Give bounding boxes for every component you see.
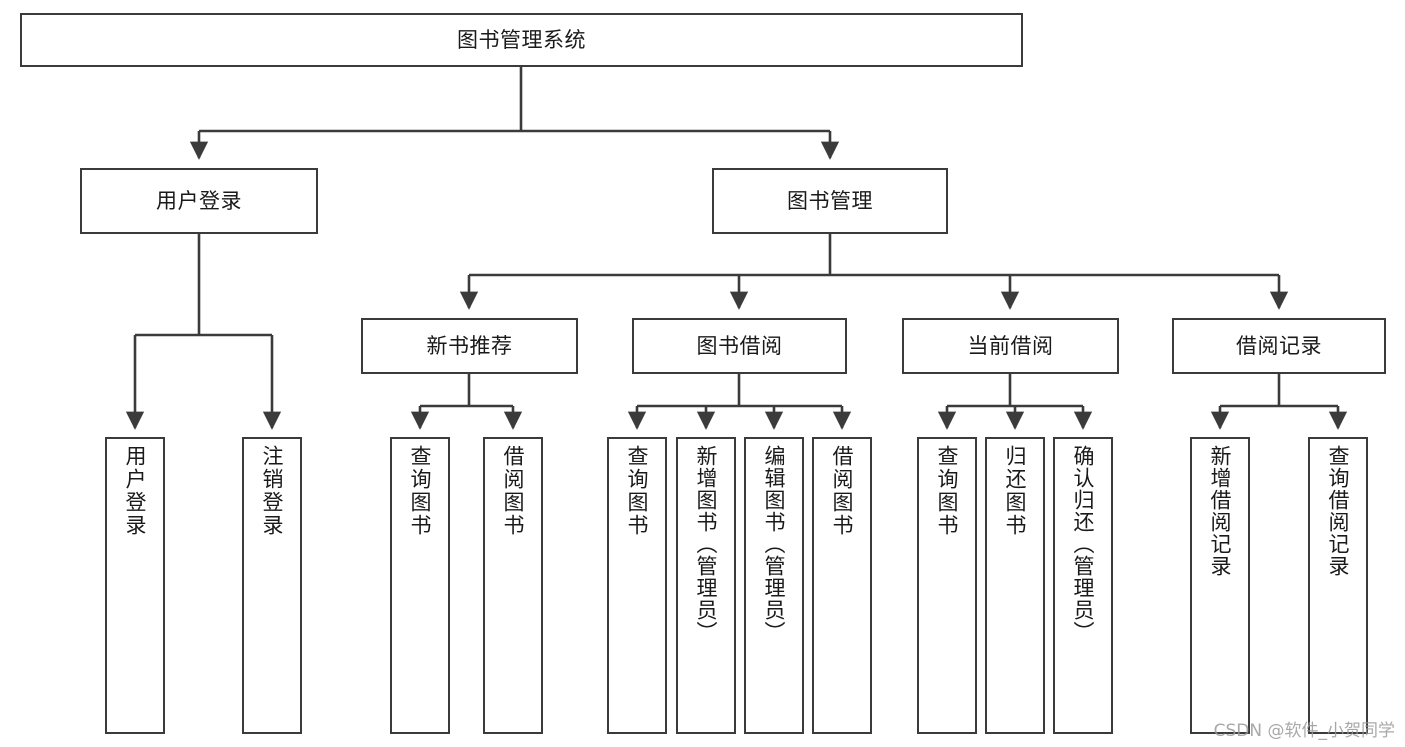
node-borrow-record-label: 借阅记录 bbox=[1236, 333, 1322, 358]
node-leaf-query-book-cb-label: 查询图书 bbox=[935, 445, 960, 537]
node-current-borrow[interactable]: 当前借阅 bbox=[902, 318, 1119, 374]
node-book-manage[interactable]: 图书管理 bbox=[712, 168, 948, 234]
node-leaf-borrow-book-rec[interactable]: 借阅图书 bbox=[483, 437, 543, 734]
node-leaf-add-record[interactable]: 新增借阅记录 bbox=[1190, 437, 1250, 734]
node-leaf-query-book-cb[interactable]: 查询图书 bbox=[917, 437, 977, 734]
node-leaf-return-book-label: 归还图书 bbox=[1003, 445, 1028, 537]
node-leaf-edit-book[interactable]: 编辑图书（管理员） bbox=[744, 437, 804, 734]
node-user-login-label: 用户登录 bbox=[156, 188, 242, 213]
node-leaf-query-book-bb[interactable]: 查询图书 bbox=[607, 437, 667, 734]
node-leaf-query-record-label: 查询借阅记录 bbox=[1326, 445, 1351, 577]
node-borrow-record[interactable]: 借阅记录 bbox=[1172, 318, 1386, 374]
node-leaf-add-record-label: 新增借阅记录 bbox=[1208, 445, 1233, 577]
node-leaf-add-book[interactable]: 新增图书（管理员） bbox=[676, 437, 736, 734]
node-leaf-borrow-book-bb[interactable]: 借阅图书 bbox=[812, 437, 872, 734]
node-leaf-query-record[interactable]: 查询借阅记录 bbox=[1308, 437, 1368, 734]
node-user-login[interactable]: 用户登录 bbox=[80, 168, 318, 234]
node-leaf-edit-book-label: 编辑图书（管理员） bbox=[762, 445, 787, 643]
node-leaf-return-book[interactable]: 归还图书 bbox=[985, 437, 1045, 734]
node-new-book-rec-label: 新书推荐 bbox=[426, 333, 513, 358]
node-leaf-user-login-label: 用户登录 bbox=[123, 445, 148, 537]
node-leaf-user-login[interactable]: 用户登录 bbox=[105, 437, 165, 734]
node-current-borrow-label: 当前借阅 bbox=[967, 333, 1054, 358]
node-leaf-logout[interactable]: 注销登录 bbox=[242, 437, 302, 734]
node-leaf-confirm-return[interactable]: 确认归还（管理员） bbox=[1053, 437, 1113, 734]
node-root-label: 图书管理系统 bbox=[457, 27, 586, 52]
node-new-book-rec[interactable]: 新书推荐 bbox=[361, 318, 578, 374]
watermark-text: CSDN @软件_小贺同学 bbox=[1213, 721, 1395, 741]
node-leaf-query-book-rec[interactable]: 查询图书 bbox=[390, 437, 450, 734]
node-leaf-query-book-rec-label: 查询图书 bbox=[408, 445, 433, 537]
node-root[interactable]: 图书管理系统 bbox=[20, 13, 1023, 67]
node-book-manage-label: 图书管理 bbox=[787, 188, 873, 213]
node-leaf-borrow-book-rec-label: 借阅图书 bbox=[501, 445, 526, 537]
node-leaf-borrow-book-bb-label: 借阅图书 bbox=[830, 445, 855, 537]
node-book-borrow-label: 图书借阅 bbox=[696, 333, 783, 358]
node-book-borrow[interactable]: 图书借阅 bbox=[632, 318, 847, 374]
node-leaf-query-book-bb-label: 查询图书 bbox=[625, 445, 650, 537]
node-leaf-logout-label: 注销登录 bbox=[260, 445, 285, 537]
node-leaf-add-book-label: 新增图书（管理员） bbox=[694, 445, 719, 643]
node-leaf-confirm-return-label: 确认归还（管理员） bbox=[1071, 445, 1096, 643]
